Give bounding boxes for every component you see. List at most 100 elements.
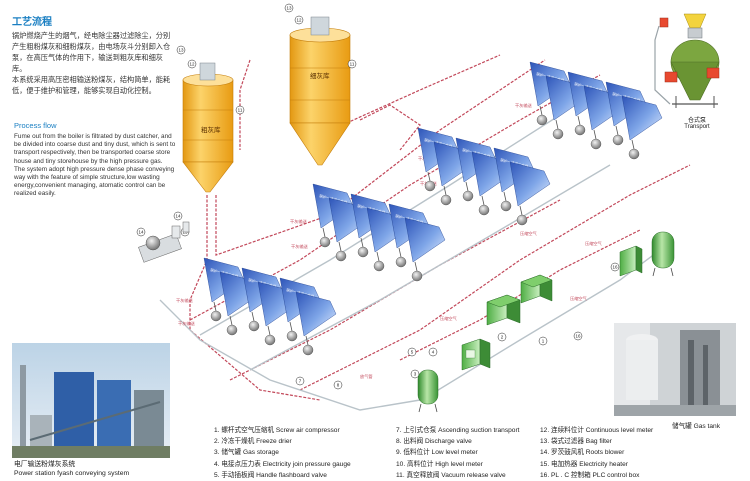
transport-pump-illustration xyxy=(654,13,720,108)
discharge-pipe xyxy=(631,139,635,150)
discharge-pipe xyxy=(427,171,431,182)
svg-text:3: 3 xyxy=(414,372,417,377)
discharge-pipe xyxy=(251,311,255,322)
discharge-pipe xyxy=(555,119,559,130)
transport-pump-vessel xyxy=(319,236,331,248)
discharge-pipe xyxy=(267,325,271,336)
transport-pump-vessel xyxy=(302,344,314,356)
svg-text:13: 13 xyxy=(286,6,292,11)
legend-column-2: 7. 上引式仓泵 Ascending suction transport 8. … xyxy=(396,425,520,481)
fine-ash-silo: 细灰库 xyxy=(289,16,351,166)
fine-silo-label: 细灰库 xyxy=(310,71,330,80)
precipitator-hopper xyxy=(621,95,663,141)
pipe-label: 压缩空气 xyxy=(585,240,603,247)
transport-pump-vessel xyxy=(478,204,490,216)
process-description-en: Fume out from the boiler is filtrated by… xyxy=(14,133,176,198)
legend-column-3: 12. 连续料位计 Continuous level meter 13. 袋式过… xyxy=(540,425,653,481)
transport-pump-vessel xyxy=(286,330,298,342)
discharge-pipe xyxy=(414,261,418,272)
legend-item: 3. 储气罐 Gas storage xyxy=(214,449,279,457)
power-station-photo xyxy=(12,343,170,458)
svg-text:12: 12 xyxy=(189,62,195,67)
legend-item: 13. 袋式过滤器 Bag filter xyxy=(540,438,612,446)
legend-item: 15. 电加热器 Electricity heater xyxy=(540,460,628,468)
precipitator-module: 锅炉一通道二电场锅炉一通道二电场锅炉一通道二电场 xyxy=(417,127,551,226)
precipitator-hopper xyxy=(295,291,337,337)
discharge-pipe xyxy=(360,237,364,248)
process-title-cn: 工艺流程 xyxy=(12,17,52,28)
photo-caption: 电厂输送粉煤灰系统 Power station fyash conveying … xyxy=(14,461,130,477)
legend-item: 12. 连续料位计 Continuous level meter xyxy=(540,427,654,434)
legend-item: 5. 手动插板阀 Handle flashboard valve xyxy=(214,471,327,479)
discharge-pipe xyxy=(503,191,507,202)
gas-storage-tank-left xyxy=(417,369,439,413)
pipe-label: 干灰输送 xyxy=(291,243,309,250)
transport-pump-vessel xyxy=(516,214,528,226)
legend-item: 14. 罗茨鼓风机 Roots blower xyxy=(540,449,625,457)
discharge-pipe xyxy=(539,105,543,116)
transport-pump-vessel xyxy=(335,250,347,262)
legend-item: 16. PL . C 控制箱 PLC control box xyxy=(540,471,640,479)
transport-label: 仓式泵 Transport xyxy=(684,118,710,130)
screw-air-compressor-2 xyxy=(520,274,553,304)
transport-pump-vessel xyxy=(590,138,602,150)
discharge-pipe xyxy=(398,247,402,258)
legend-item: 9. 低料位计 Low level meter xyxy=(396,449,478,457)
screw-air-compressor xyxy=(486,294,521,326)
pipe-label: 压缩空气 xyxy=(520,230,538,237)
discharge-pipe xyxy=(519,205,523,216)
transport-pump-vessel xyxy=(536,114,548,126)
transport-pump-vessel xyxy=(552,128,564,140)
discharge-pipe xyxy=(305,335,309,346)
transport-pump-vessel xyxy=(395,256,407,268)
discharge-pipe xyxy=(213,301,217,312)
svg-text:16: 16 xyxy=(575,334,581,339)
precipitator-module: 锅炉一通道二电场锅炉一通道二电场锅炉一通道二电场 xyxy=(529,61,663,160)
svg-text:8: 8 xyxy=(337,383,340,388)
pipe-label: 干灰输送 xyxy=(176,297,194,304)
transport-pump-vessel xyxy=(462,190,474,202)
discharge-pipe xyxy=(229,315,233,326)
process-description-cn: 锅炉燃烧产生的烟气，经电除尘器过滤除尘，分别 产生粗粉煤灰和细粉煤灰，由电场灰斗… xyxy=(12,31,171,95)
coarse-ash-silo: 粗灰库 xyxy=(182,62,234,193)
gas-tank-photo xyxy=(614,323,736,416)
svg-text:13: 13 xyxy=(178,48,184,53)
discharge-pipe xyxy=(289,321,293,332)
legend-item: 1. 螺杆式空气压缩机 Screw air compressor xyxy=(214,427,340,434)
svg-text:7: 7 xyxy=(299,379,302,384)
discharge-pipe xyxy=(443,185,447,196)
svg-text:14: 14 xyxy=(138,230,144,235)
svg-text:11: 11 xyxy=(238,108,243,113)
discharge-pipe xyxy=(615,125,619,136)
legend-item: 4. 电接点压力表 Electricity join pressure gaug… xyxy=(214,460,351,468)
precipitator-hopper xyxy=(509,161,551,207)
gas-tank-caption: 储气罐 Gas tank xyxy=(672,423,721,430)
gas-storage-tank-right xyxy=(651,231,675,277)
svg-text:2: 2 xyxy=(501,335,504,340)
precipitator-hopper xyxy=(404,217,446,263)
transport-pump-vessel xyxy=(264,334,276,346)
discharge-pipe xyxy=(338,241,342,252)
precipitator-module: 锅炉一通道二电场锅炉一通道二电场锅炉一通道二电场 xyxy=(312,183,446,282)
legend-item: 2. 冷冻干燥机 Freeze drier xyxy=(214,438,292,446)
legend-item: 7. 上引式仓泵 Ascending suction transport xyxy=(396,427,520,434)
transport-pump-vessel xyxy=(357,246,369,258)
process-title-en: Process flow xyxy=(14,121,57,130)
legend-item: 8. 出料阀 Discharge valve xyxy=(396,438,472,446)
svg-text:16: 16 xyxy=(612,265,618,270)
svg-text:14: 14 xyxy=(175,214,181,219)
legend-column-1: 1. 螺杆式空气压缩机 Screw air compressor 2. 冷冻干燥… xyxy=(214,425,351,481)
svg-text:12: 12 xyxy=(296,18,302,23)
transport-pump-vessel xyxy=(226,324,238,336)
svg-text:1: 1 xyxy=(542,339,545,344)
transport-pump-vessel xyxy=(210,310,222,322)
legend-item: 11. 真空释放阀 Vacuum release valve xyxy=(396,471,506,479)
pipe-label: 压缩空气 xyxy=(440,315,458,322)
transport-pump-vessel xyxy=(500,200,512,212)
pipe-label: 干灰输送 xyxy=(178,320,196,327)
precipitator-module: 锅炉一通道二电场锅炉一通道二电场锅炉一通道二电场 xyxy=(203,257,337,356)
discharge-pipe xyxy=(376,251,380,262)
svg-text:11: 11 xyxy=(350,62,355,67)
discharge-pipe xyxy=(577,115,581,126)
